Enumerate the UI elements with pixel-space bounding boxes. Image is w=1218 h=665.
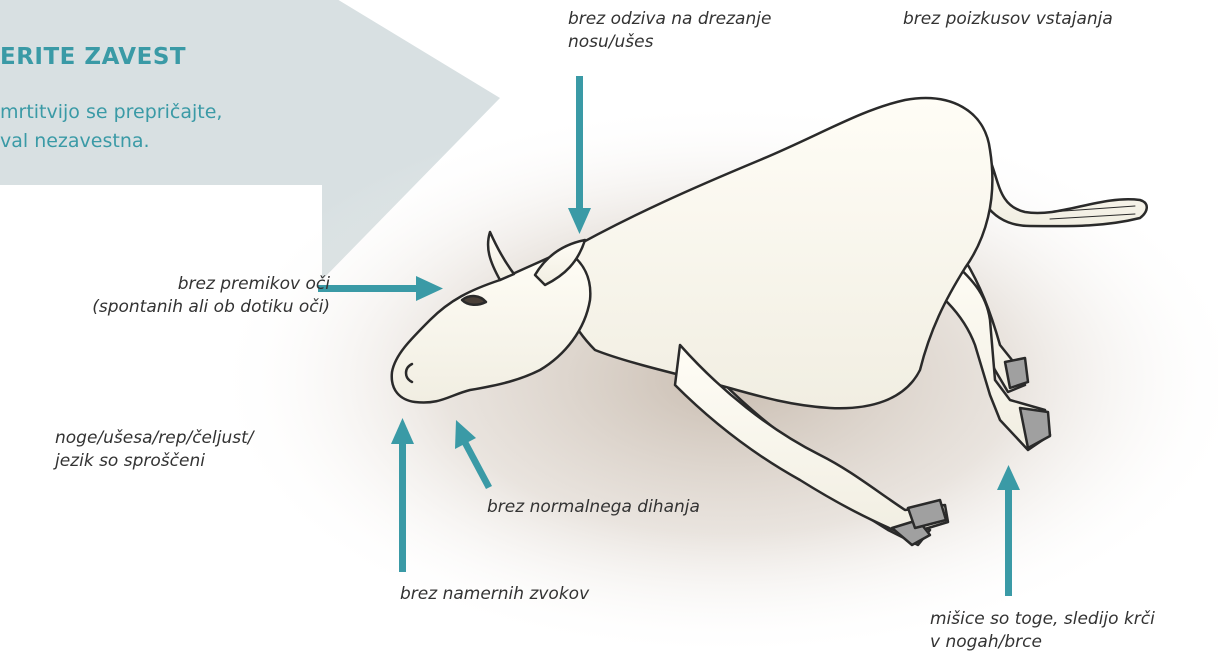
label-line: nosu/ušes	[568, 31, 771, 54]
label-line: (spontanih ali ob dotiku oči)	[92, 296, 330, 319]
label-line: brez odziva na drezanje	[568, 8, 771, 31]
label-relaxed-limbs: noge/ušesa/rep/čeljust/ jezik so sprošče…	[55, 427, 254, 474]
label-no-eye-movement: brez premikov oči (spontanih ali ob doti…	[92, 273, 330, 320]
label-line: brez normalnega dihanja	[487, 496, 700, 519]
label-no-standing-attempts: brez poizkusov vstajanja	[903, 8, 1113, 31]
label-line: jezik so sproščeni	[55, 450, 254, 473]
cow-eye	[462, 296, 486, 305]
label-line: noge/ušesa/rep/čeljust/	[55, 427, 254, 450]
label-line: brez premikov oči	[92, 273, 330, 296]
label-no-response-nose-ears: brez odziva na drezanje nosu/ušes	[568, 8, 771, 55]
label-line: brez namernih zvokov	[400, 583, 589, 606]
label-no-intentional-sounds: brez namernih zvokov	[400, 583, 589, 606]
label-line: v nogah/brce	[930, 631, 1155, 654]
label-line: brez poizkusov vstajanja	[903, 8, 1113, 31]
label-line: mišice so toge, sledijo krči	[930, 608, 1155, 631]
label-no-normal-breathing: brez normalnega dihanja	[487, 496, 700, 519]
label-rigid-muscles: mišice so toge, sledijo krči v nogah/brc…	[930, 608, 1155, 655]
cow-hoof	[1005, 358, 1028, 388]
